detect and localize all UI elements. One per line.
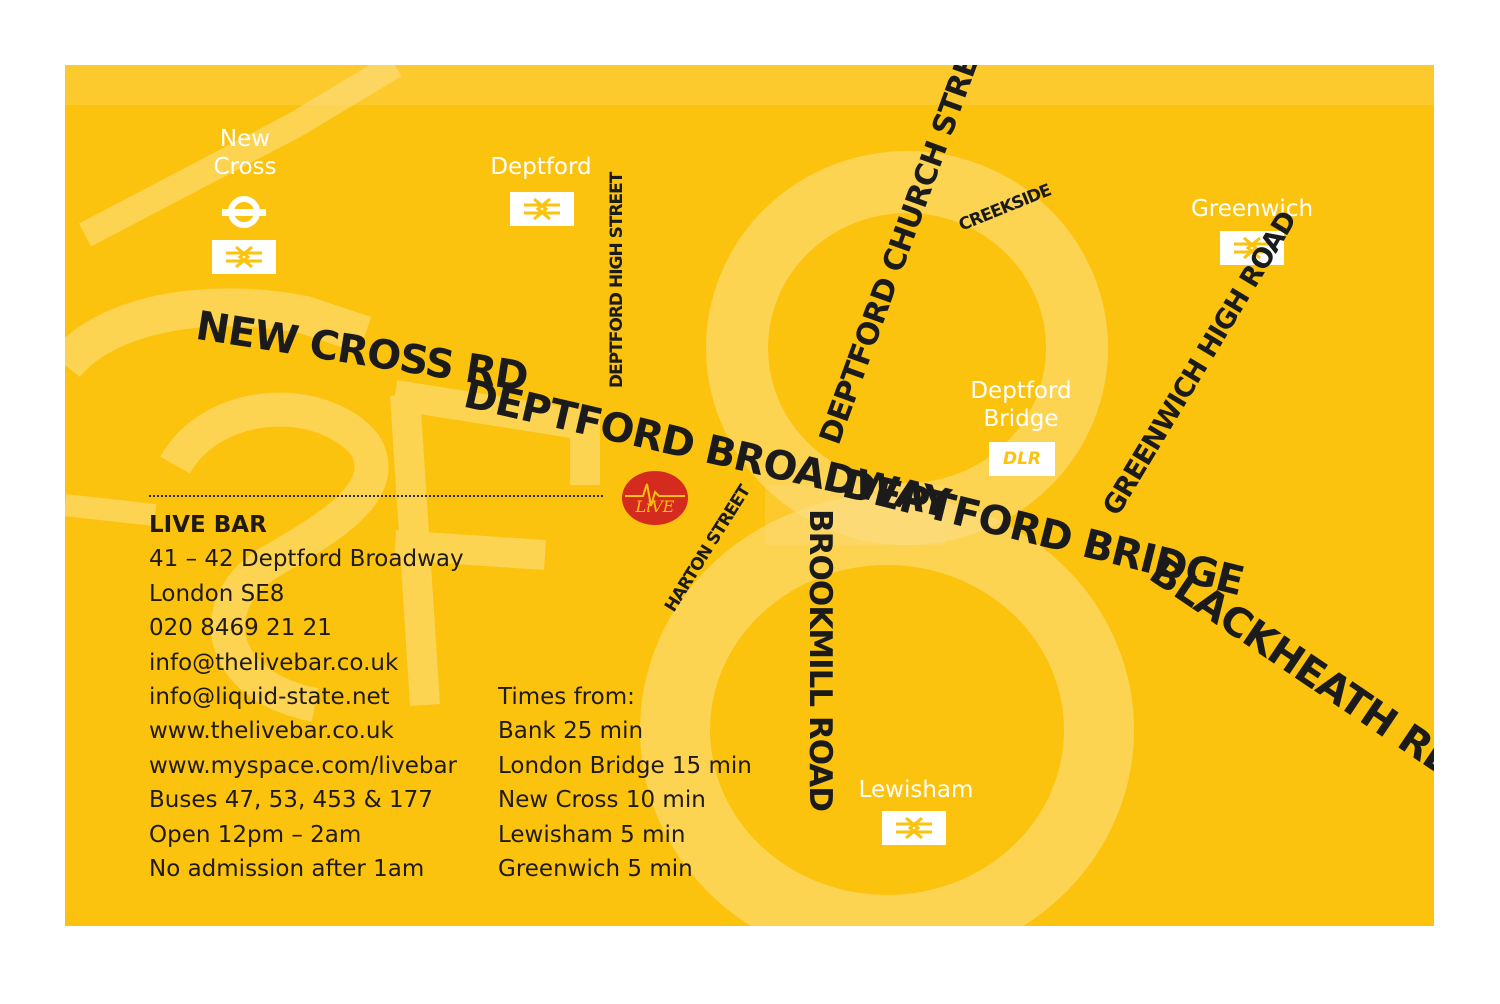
live-logo-text: LiVE	[635, 497, 675, 516]
leader-dotted-line	[149, 495, 603, 497]
road-brookmill-road: BROOKMILL ROAD	[802, 509, 838, 812]
travel-time-item: Bank 25 min	[498, 718, 644, 745]
venue-website-2: www.myspace.com/livebar	[149, 752, 457, 779]
live-logo-icon: LiVE	[621, 470, 689, 526]
venue-buses: Buses 47, 53, 453 & 177	[149, 787, 433, 814]
travel-time-item: Greenwich 5 min	[498, 856, 693, 883]
travel-times: Times from: Bank 25 min London Bridge 15…	[498, 680, 752, 886]
station-new-cross: New Cross	[213, 126, 277, 180]
venue-phone: 020 8469 21 21	[149, 615, 332, 642]
venue-address-line1: 41 – 42 Deptford Broadway	[149, 546, 464, 573]
venue-admission: No admission after 1am	[149, 856, 425, 883]
travel-time-item: Lewisham 5 min	[498, 821, 686, 848]
station-greenwich: Greenwich	[1190, 196, 1314, 222]
station-deptford-bridge: Deptford Bridge	[970, 378, 1072, 432]
road-deptford-high-street: DEPTFORD HIGH STREET	[607, 172, 627, 388]
venue-email-2: info@liquid-state.net	[149, 684, 390, 711]
map-card: New Cross Deptford Greenwich Deptford Br…	[65, 65, 1434, 926]
national-rail-icon	[510, 192, 574, 226]
venue-website-1: www.thelivebar.co.uk	[149, 718, 394, 745]
national-rail-icon	[1220, 231, 1284, 265]
venue-info: LIVE BAR 41 – 42 Deptford Broadway Londo…	[149, 508, 464, 886]
travel-time-item: New Cross 10 min	[498, 787, 706, 814]
venue-hours: Open 12pm – 2am	[149, 821, 362, 848]
national-rail-icon	[212, 240, 276, 274]
travel-time-item: London Bridge 15 min	[498, 752, 752, 779]
dlr-icon: DLR	[989, 442, 1055, 476]
station-lewisham: Lewisham	[858, 777, 974, 803]
venue-address-line2: London SE8	[149, 580, 285, 607]
national-rail-icon	[882, 811, 946, 845]
se8-background-graphic	[65, 65, 1434, 926]
station-deptford: Deptford	[490, 154, 592, 180]
venue-email-1: info@thelivebar.co.uk	[149, 649, 399, 676]
venue-name: LIVE BAR	[149, 512, 267, 538]
travel-times-heading: Times from:	[498, 684, 635, 710]
underground-roundel-icon	[222, 196, 266, 228]
